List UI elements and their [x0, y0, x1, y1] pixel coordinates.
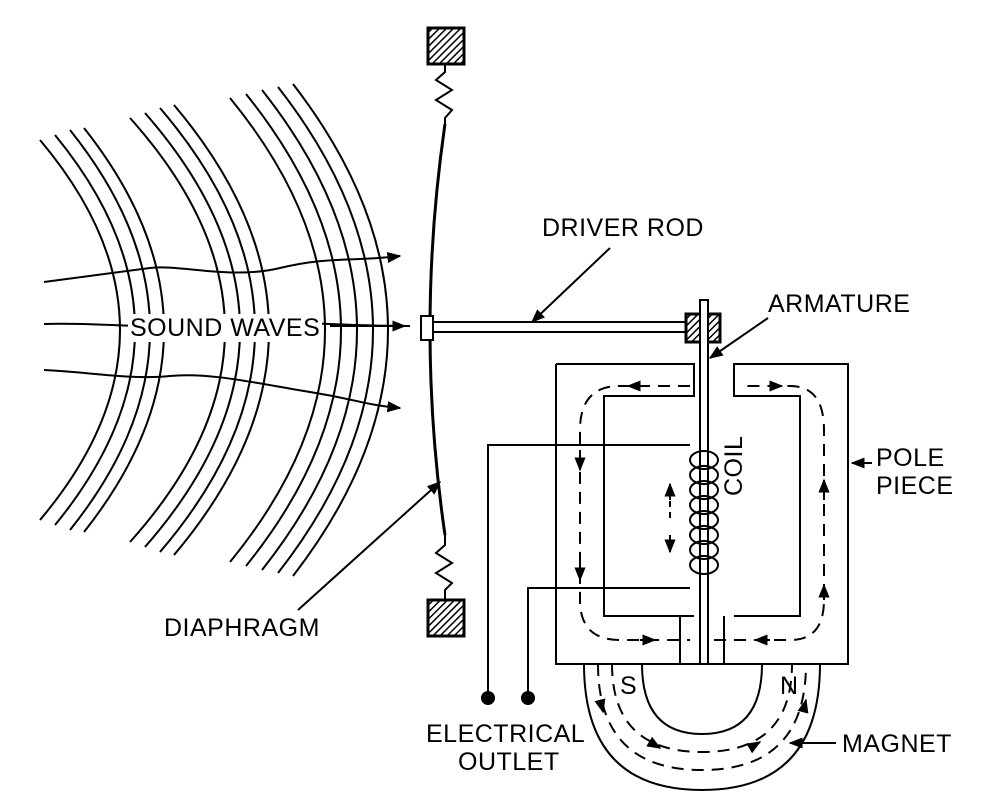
- label-leaders: [297, 247, 872, 749]
- terminal-right: [521, 691, 535, 705]
- magnet-label: MAGNET: [842, 730, 952, 758]
- bottom-spring: [434, 535, 454, 600]
- south-pole-label: S: [620, 672, 638, 700]
- coil: [664, 450, 719, 575]
- armature-label: ARMATURE: [768, 290, 911, 318]
- top-mount-block: [426, 26, 466, 66]
- terminal-left: [481, 691, 495, 705]
- sound-waves-label: SOUND WAVES: [128, 314, 323, 342]
- flux-arrows: [574, 380, 830, 754]
- driver-rod-label: DRIVER ROD: [542, 214, 704, 242]
- magnet: [583, 663, 821, 792]
- electrical-outlet-label-line1: ELECTRICAL: [426, 720, 586, 748]
- rod-clamp: [420, 315, 434, 341]
- north-pole-label: N: [780, 672, 799, 700]
- coil-label: COIL: [720, 435, 748, 496]
- pole-piece-label-line2: PIECE: [876, 472, 954, 500]
- flux-path: [579, 385, 825, 772]
- diaphragm-label: DIAPHRAGM: [164, 614, 320, 642]
- driver-rod: [433, 312, 722, 344]
- top-spring: [434, 64, 454, 124]
- pole-piece: [555, 363, 849, 665]
- pole-piece-label-line1: POLE: [876, 444, 945, 472]
- bottom-mount-block: [426, 598, 466, 638]
- electrical-outlet-label-line2: OUTLET: [458, 748, 560, 776]
- electrical-leads: [487, 444, 690, 692]
- diaphragm-assembly: [420, 26, 466, 638]
